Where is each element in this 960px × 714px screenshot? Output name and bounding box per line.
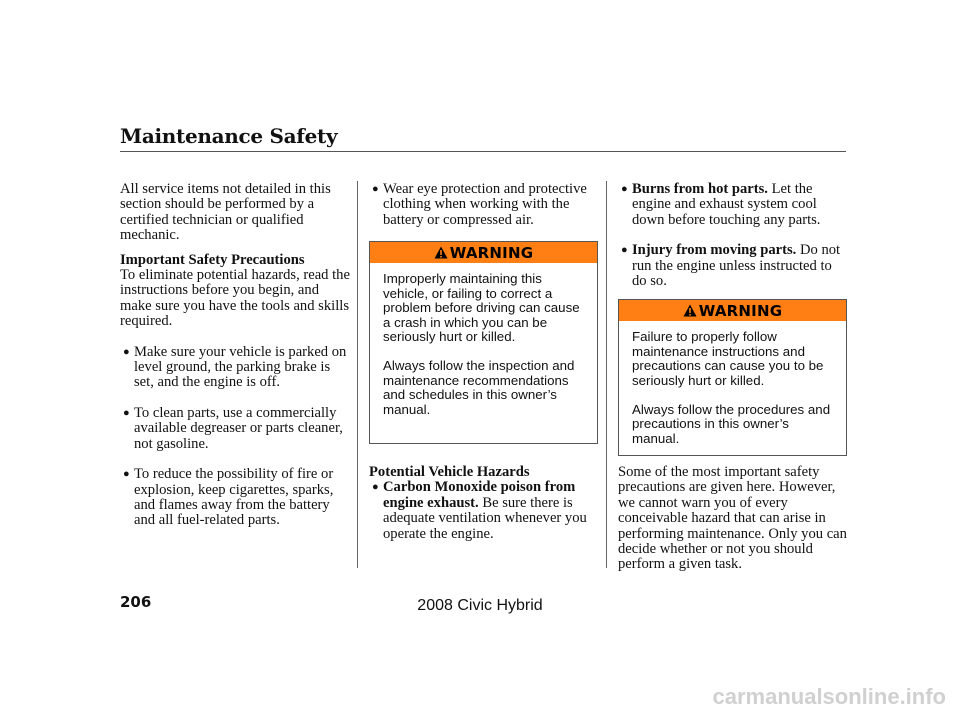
intro-paragraph: All service items not detailed in this s… [120,181,331,244]
bullet-bold-text: Injury from moving parts. [632,242,797,259]
column-divider-1 [357,181,358,568]
bullet-icon: ● [123,468,130,481]
bullet-text: Wear eye protection and protective cloth… [383,181,587,228]
bullet-icon: ● [372,183,379,195]
warning-header: WARNING [370,242,597,263]
column-3-top: ● Burns from hot parts. Let the engine a… [621,181,846,290]
warning-paragraph-1: Failure to properly follow maintenance i… [632,329,824,388]
warning-paragraph-2: Always follow the procedures and precaut… [632,401,831,446]
watermark: carmanualsonline.info [712,684,947,709]
subheading-safety-precautions: Important Safety Precautions [120,251,305,268]
page-number: 206 [120,593,152,611]
warning-body: Improperly maintaining this vehicle, or … [370,263,597,417]
column-divider-2 [606,181,607,568]
bullet-icon: ● [621,244,628,257]
bullet-bold-text: Carbon Monoxide poison from engine exhau… [383,479,576,511]
title-rule [120,151,846,152]
footer-model: 2008 Civic Hybrid [417,597,543,614]
warning-box-maintenance: WARNING Improperly maintaining this vehi… [369,241,598,444]
bullet-icon: ● [123,345,130,358]
warning-triangle-icon [434,246,448,259]
bullet-text: To clean parts, use a commercially avail… [134,404,343,452]
page-title: Maintenance Safety [120,124,338,148]
bullet-text: Be sure there is adequate ventilation wh… [383,494,587,542]
warning-header: WARNING [619,300,846,321]
column-1: All service items not detailed in this s… [120,181,350,529]
list-item: ● Wear eye protection and protective clo… [372,181,601,228]
list-item: ● Make sure your vehicle is parked on le… [123,343,350,391]
bullet-text: Let the engine and exhaust system cool d… [632,181,821,228]
warning-triangle-icon [683,304,697,317]
column-2-top: ● Wear eye protection and protective clo… [372,181,601,228]
safety-precautions-text: To eliminate potential hazards, read the… [120,267,350,330]
bullet-text: To reduce the possibility of fire or exp… [134,466,334,529]
bullet-icon: ● [621,183,628,195]
warning-paragraph-1: Improperly maintaining this vehicle, or … [383,271,580,344]
list-item: ● Injury from moving parts. Do not run t… [621,242,846,290]
list-item: ● To clean parts, use a commercially ava… [123,404,350,452]
warning-label: WARNING [698,301,783,320]
list-item: ● To reduce the possibility of fire or e… [123,466,350,529]
column-2-bottom: Potential Vehicle Hazards ● Carbon Monox… [369,464,601,542]
warning-label: WARNING [449,243,534,262]
warning-box-instructions: WARNING Failure to properly follow maint… [618,299,847,456]
bullet-text: Make sure your vehicle is parked on leve… [134,343,347,391]
list-item: ● Carbon Monoxide poison from engine exh… [372,479,601,542]
warning-body: Failure to properly follow maintenance i… [619,321,846,446]
bullet-icon: ● [372,481,379,494]
closing-paragraph: Some of the most important safety precau… [618,464,847,573]
subheading-vehicle-hazards: Potential Vehicle Hazards [369,464,530,480]
bullet-bold-text: Burns from hot parts. [632,181,768,197]
bullet-icon: ● [123,406,130,419]
bullet-text: Do not run the engine unless instructed … [632,242,841,290]
list-item: ● Burns from hot parts. Let the engine a… [621,181,846,228]
warning-paragraph-2: Always follow the inspection and mainten… [383,358,575,417]
